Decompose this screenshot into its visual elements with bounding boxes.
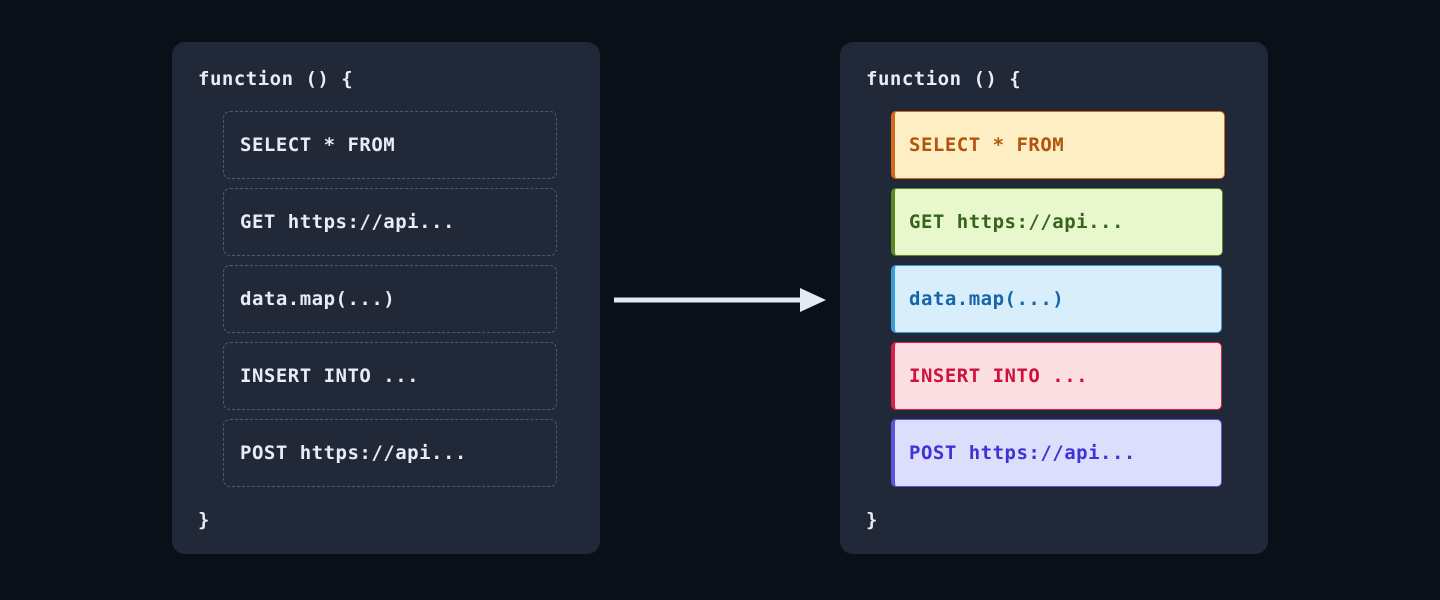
source-statement-label: INSERT INTO ...	[240, 365, 420, 387]
source-statement-label: data.map(...)	[240, 288, 396, 310]
source-statement-item[interactable]: SELECT * FROM	[223, 111, 557, 179]
highlighted-code-panel: function () { SELECT * FROM GET https://a…	[840, 42, 1268, 554]
source-statement-item[interactable]: data.map(...)	[223, 265, 557, 333]
transform-arrow	[614, 286, 826, 314]
arrow-right-icon	[614, 288, 826, 312]
highlighted-statement-label: SELECT * FROM	[909, 134, 1065, 156]
highlighted-statement-label: GET https://api...	[909, 211, 1124, 233]
source-statement-label: GET https://api...	[240, 211, 455, 233]
function-close-line-left: }	[198, 509, 210, 531]
source-statement-label: POST https://api...	[240, 442, 467, 464]
source-statement-label: SELECT * FROM	[240, 134, 396, 156]
highlighted-statement-label: POST https://api...	[909, 442, 1136, 464]
highlighted-statement-item-js-map[interactable]: data.map(...)	[891, 265, 1222, 333]
source-statement-item[interactable]: GET https://api...	[223, 188, 557, 256]
highlighted-statement-item-sql-insert[interactable]: INSERT INTO ...	[891, 342, 1222, 410]
highlighted-statement-label: data.map(...)	[909, 288, 1065, 310]
source-statement-item[interactable]: POST https://api...	[223, 419, 557, 487]
highlighted-statement-item-sql-select[interactable]: SELECT * FROM	[891, 111, 1225, 179]
highlighted-statement-item-http-get[interactable]: GET https://api...	[891, 188, 1223, 256]
highlighted-statement-label: INSERT INTO ...	[909, 365, 1089, 387]
function-open-line-left: function () {	[198, 68, 354, 90]
highlighted-statement-list: SELECT * FROM GET https://api... data.map(…	[891, 111, 1238, 487]
function-close-line-right: }	[866, 509, 878, 531]
highlighted-statement-item-http-post[interactable]: POST https://api...	[891, 419, 1222, 487]
source-code-panel: function () { SELECT * FROM GET https://a…	[172, 42, 600, 554]
function-open-line-right: function () {	[866, 68, 1022, 90]
source-statement-list: SELECT * FROM GET https://api... data.map(…	[223, 111, 570, 487]
source-statement-item[interactable]: INSERT INTO ...	[223, 342, 557, 410]
